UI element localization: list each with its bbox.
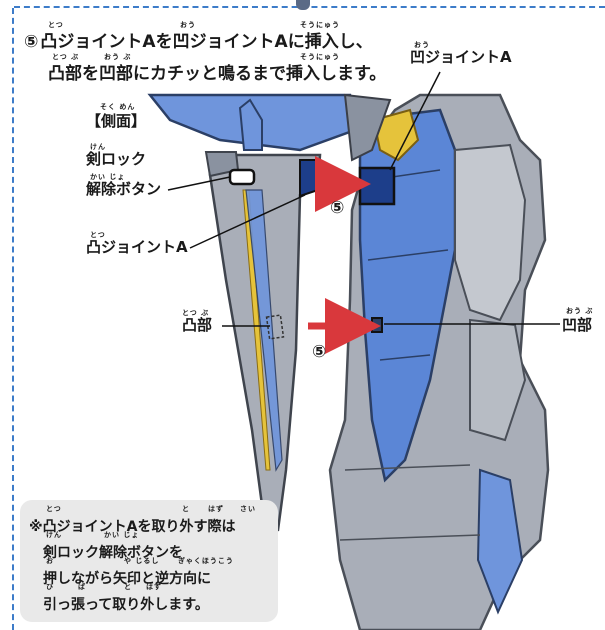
step-number-lower: ⑤ [312,342,327,362]
ruby-instr-2a: とつ ぶ [52,53,80,61]
note-line-1: ※凸ジョイントAを取り外す際は [29,519,236,535]
leader-release-button [167,176,231,191]
ruby-note-1a: とつ [46,505,62,513]
step-marker: ⑤ [24,32,39,52]
ruby-note-1c: はず [208,505,224,513]
note-line-4: 引っ張って取り外します。 [43,597,209,613]
ruby-side-view: そく めん [100,103,136,111]
concave-joint-label: 凹ジョイントA [410,48,512,66]
ruby-note-2b: かい じょ [104,531,140,539]
ruby-concave-joint: おう [414,41,430,49]
ruby-note-3b: や じるし [124,557,160,565]
ruby-note-1d: さい [240,505,256,513]
step-number-upper: ⑤ [330,198,345,218]
ruby-instr-1c: そうにゅう [300,21,340,29]
robot-body-figure [147,93,550,630]
ruby-instr-2b: おう ぶ [104,53,132,61]
convex-joint-label: 凸ジョイントA [86,238,188,256]
note-line-2: 剣ロック解除ボタンを [43,545,183,561]
release-button-label: 解除ボタン [86,180,162,198]
note-line-3: 押しながら矢印と逆方向に [43,571,211,587]
side-view-label: 【側面】 [86,112,147,130]
top-connector-tab [296,0,310,10]
instruction-line-1: 凸ジョイントAを凹ジョイントAに挿入し、 [40,32,373,52]
dashed-border-left [12,8,14,630]
dashed-border-top [14,6,605,8]
ruby-convex-part: とつ ぶ [182,309,210,317]
concave-part-mark [371,317,383,333]
ruby-note-3a: お [46,557,54,565]
ruby-note-1b: と [182,505,190,513]
ruby-note-2a: けん [46,531,62,539]
ruby-convex-joint: とつ [90,231,106,239]
ruby-note-4b: ぱ [78,583,86,591]
sword-side-view [204,98,322,537]
instruction-line-2: 凸部を凹部にカチッと鳴るまで挿入します。 [48,64,387,84]
ruby-concave-part: おう ぶ [566,307,594,315]
ruby-instr-2c: そうにゅう [300,53,340,61]
ruby-release-button: かい じょ [90,173,126,181]
ruby-note-4a: ひ [46,583,54,591]
ruby-instr-1a: とつ [48,21,64,29]
sword-lock-label: 剣ロック [86,150,147,168]
ruby-note-3c: ぎゃくほうこう [178,557,234,565]
ruby-instr-1b: おう [180,21,196,29]
leader-concave-joint [389,71,441,171]
ruby-note-4d: はず [146,583,162,591]
concave-joint-box [358,166,396,206]
concave-part-label: 凹部 [562,316,593,334]
leader-convex-joint [189,194,306,249]
removal-note-box: ※凸ジョイントAを取り外す際は 剣ロック解除ボタンを 押しながら矢印と逆方向に … [20,500,278,622]
ruby-note-4c: と [124,583,132,591]
ruby-sword-lock: けん [90,143,106,151]
convex-part-label: 凸部 [182,316,213,334]
